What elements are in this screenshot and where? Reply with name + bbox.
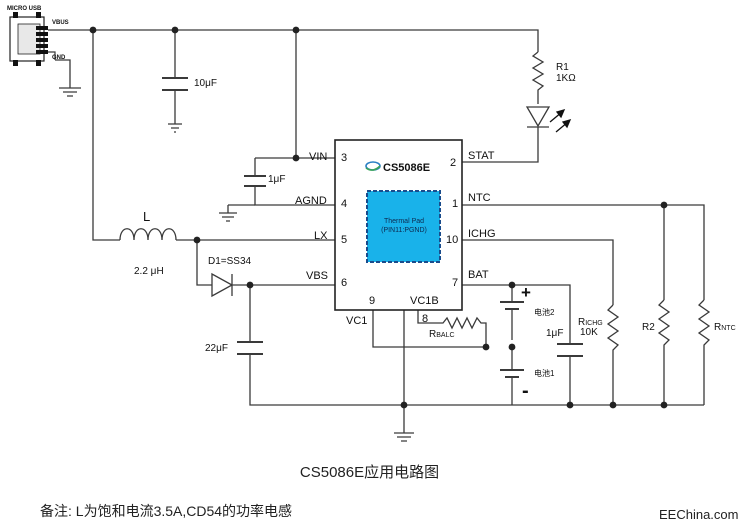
pin-ichg-label: ICHG: [468, 228, 496, 240]
vbus-rail-wire: [57, 29, 539, 52]
cap-10uf: [162, 77, 188, 91]
pin-ntc-label: NTC: [468, 192, 491, 204]
cell2-label: 电池2: [534, 308, 555, 317]
richg-main: R: [578, 317, 586, 328]
pin-2-number: 2: [450, 157, 457, 169]
junction-dot: [246, 281, 254, 289]
r2-resistor: [657, 299, 671, 405]
junction-dot: [566, 401, 574, 409]
pin-8-number: 8: [422, 313, 429, 325]
pin-lx-label: LX: [314, 230, 328, 242]
rbalc-resistor: [417, 310, 487, 347]
vin-wire: [295, 30, 335, 159]
cap-1uf-vin: [244, 175, 266, 187]
pin-3-number: 3: [341, 152, 348, 164]
c-out-label: 22μF: [205, 343, 228, 354]
inductor-value-label: 2.2 μH: [134, 266, 164, 277]
thermal-pad: [366, 190, 441, 263]
vc1-wire: [372, 310, 486, 348]
pin-bat-label: BAT: [468, 269, 489, 281]
diagram-title: CS5086E应用电路图: [299, 464, 440, 481]
junction-dot: [660, 401, 668, 409]
pin-vc1-label: VC1: [346, 315, 368, 327]
led-symbol: [525, 106, 551, 128]
diode-d1: [211, 272, 234, 298]
diode-label: D1=SS34: [208, 256, 252, 267]
inductor-coils: [119, 228, 177, 241]
ntc-wire: [462, 204, 705, 300]
pin-vc1b-label: VC1B: [410, 295, 439, 307]
richg-resistor: [606, 304, 620, 405]
pin-agnd-label: AGND: [295, 195, 327, 207]
pin-vin-label: VIN: [309, 151, 328, 163]
usb-gnd-label: GND: [52, 55, 66, 61]
junction-dot: [609, 401, 617, 409]
thermal-pad-line2: (PIN11:PGND): [381, 227, 427, 234]
led-arrows-icon: [549, 108, 572, 133]
rntc-main: R: [714, 322, 722, 333]
richg-sub: ICHG: [585, 320, 603, 327]
junction-dot: [171, 26, 179, 34]
junction-dot: [292, 154, 300, 162]
inductor-name-label: L: [143, 209, 151, 224]
junction-dot: [292, 26, 300, 34]
micro-usb-connector: [9, 12, 57, 66]
pin-vbs-label: VBS: [306, 270, 329, 282]
battery-cell2: [500, 301, 524, 310]
pin-stat-label: STAT: [468, 150, 495, 162]
pin-10-number: 10: [446, 234, 459, 246]
rbalc-sub: BALC: [436, 332, 455, 339]
c-in-label: 10μF: [194, 78, 217, 89]
junction-dot: [508, 281, 516, 289]
usb-vbus-label: VBUS: [52, 20, 69, 26]
r1-name-label: R1: [556, 62, 569, 73]
pin-5-number: 5: [341, 234, 348, 246]
battery-cell1: [500, 369, 524, 378]
pin-1-number: 1: [452, 198, 459, 210]
pin-4-number: 4: [341, 198, 348, 210]
pin-6-number: 6: [341, 277, 348, 289]
richg-label: RICHG: [578, 318, 603, 328]
inductor-left-wire: [92, 30, 120, 241]
r1-resistor: [531, 51, 545, 104]
footnote: 备注: L为饱和电流3.5A,CD54的功率电感: [40, 503, 293, 519]
junction-dot: [193, 236, 201, 244]
thermal-pad-line1: Thermal Pad: [383, 218, 425, 225]
chip-logo-icon: [365, 161, 381, 171]
richg-value-label: 10K: [580, 327, 598, 338]
junction-dot: [482, 343, 490, 351]
rbalc-main: R: [429, 329, 437, 340]
rntc-label: RNTC: [714, 323, 736, 333]
brand-watermark: EEChina.com: [659, 507, 739, 522]
bat-wire: [462, 284, 571, 405]
rntc-sub: NTC: [721, 325, 736, 332]
junction-dot: [400, 401, 408, 409]
cap-1uf-bat: [557, 343, 583, 357]
c-vin-label: 1μF: [268, 174, 286, 185]
cap-22uf: [237, 341, 263, 355]
usb-ground: [55, 59, 81, 97]
thermal-pad-text: Thermal Pad (PIN11:PGND): [372, 217, 436, 235]
junction-dot: [89, 26, 97, 34]
rbalc-label: RBALC: [429, 330, 455, 340]
r1-value-label: 1KΩ: [556, 73, 576, 84]
ground-cap-10uf: [168, 123, 182, 133]
pin-7-number: 7: [452, 277, 459, 289]
junction-dot: [660, 201, 668, 209]
ichg-wire: [462, 239, 614, 305]
battery-minus-sign: -: [522, 380, 529, 402]
pad-ground-wire: [394, 262, 414, 442]
r2-label: R2: [642, 322, 655, 333]
c-bat-label: 1μF: [546, 328, 564, 339]
agnd-ground: [219, 204, 255, 222]
cell1-label: 电池1: [534, 369, 555, 378]
usb-title: MICRO USB: [7, 6, 42, 12]
rntc-resistor: [697, 299, 711, 405]
junction-dot: [508, 343, 516, 351]
pin-9-number: 9: [369, 295, 376, 307]
chip-name-label: CS5086E: [383, 162, 431, 174]
battery-plus-sign: +: [521, 283, 531, 302]
